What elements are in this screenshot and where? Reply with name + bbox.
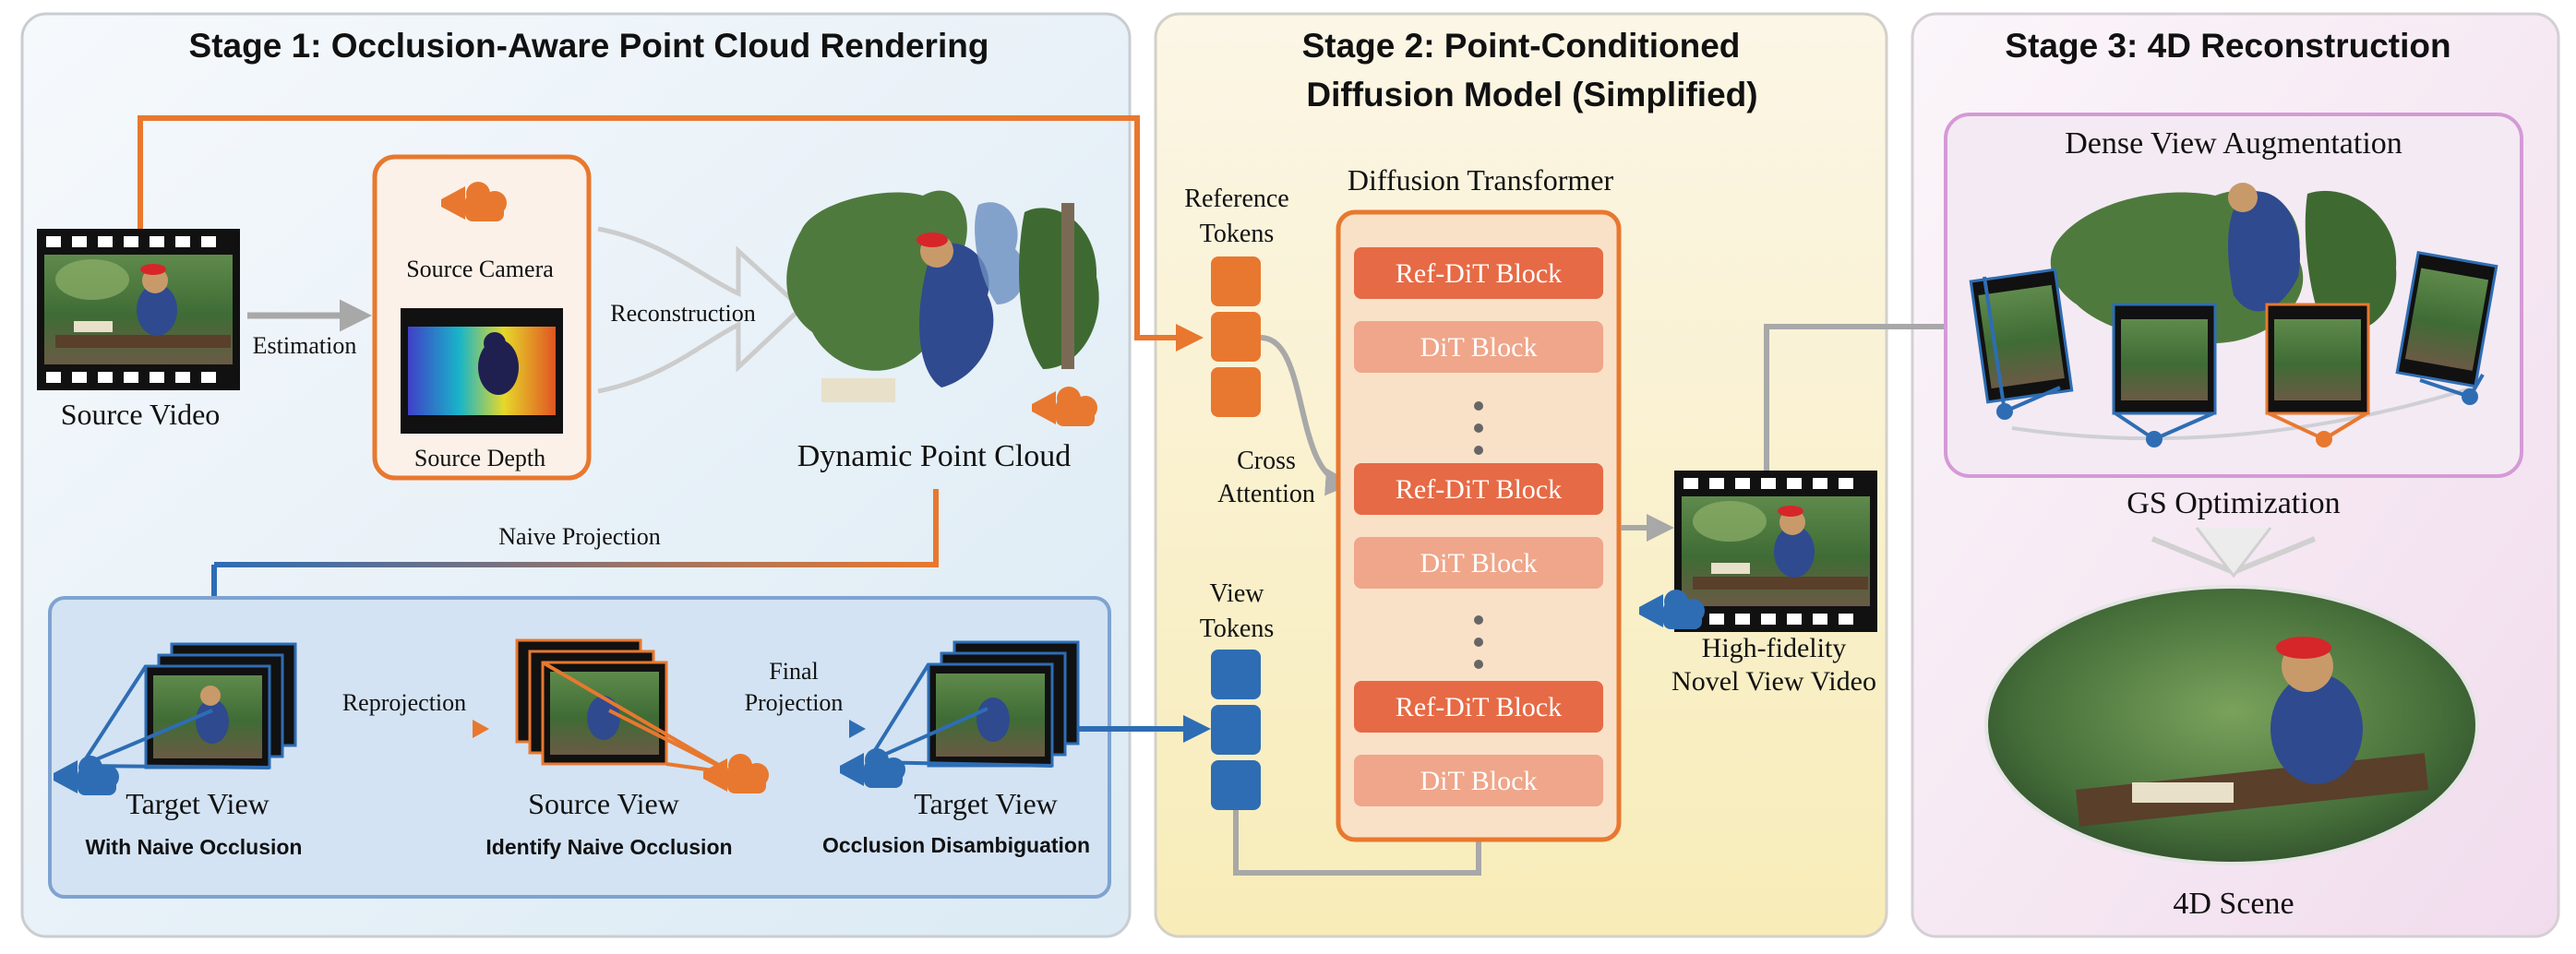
source-depth-thumbnail xyxy=(401,308,563,434)
stage2-title-line2: Diffusion Model (Simplified) xyxy=(1306,76,1757,113)
ref-dit-block-1 xyxy=(1354,247,1603,299)
gs-optimization-label: GS Optimization xyxy=(2127,486,2340,520)
source-depth-label: Source Depth xyxy=(414,445,545,471)
cross-attention-label-line1: Cross xyxy=(1237,447,1296,475)
4d-scene-image xyxy=(1984,585,2479,865)
source-view-label: Source View xyxy=(528,787,679,820)
dynamic-point-cloud-image xyxy=(786,190,1099,402)
target-view-a-label: Target View xyxy=(126,787,270,820)
reconstruction-label: Reconstruction xyxy=(610,300,755,327)
target-view-a-frames xyxy=(79,642,297,769)
source-video-label: Source Video xyxy=(61,398,221,431)
view-tokens-to-dit-arrow xyxy=(1233,806,1492,876)
dense-view-label: Dense View Augmentation xyxy=(2065,126,2402,161)
output-to-stage3-arrow xyxy=(1764,313,1977,471)
reference-token-1 xyxy=(1211,256,1261,306)
dit-block-2-label: DiT Block xyxy=(1420,548,1538,578)
final-projection-label-line1: Final xyxy=(769,658,818,685)
output-label-line1: High-fidelity xyxy=(1702,633,1847,663)
dit-block-1 xyxy=(1354,321,1603,373)
ellipsis-dots-lower xyxy=(1474,615,1483,669)
view-token-2 xyxy=(1211,705,1261,755)
ref-dit-block-3-label: Ref-DiT Block xyxy=(1396,692,1562,722)
source-to-reference-arrow xyxy=(138,115,1204,352)
stage2-title-line1: Stage 2: Point-Conditioned xyxy=(1302,27,1741,65)
stage3-title: Stage 3: 4D Reconstruction xyxy=(2005,27,2450,65)
reprojection-label: Reprojection xyxy=(342,689,466,716)
target-view-a-sublabel: With Naive Occlusion xyxy=(86,835,303,859)
dit-block-3-label: DiT Block xyxy=(1420,766,1538,796)
novel-view-video-thumbnail xyxy=(1674,471,1877,632)
cross-attention-arrow xyxy=(1260,335,1353,496)
reference-token-3 xyxy=(1211,367,1261,417)
gs-optimization-arrowhead xyxy=(2195,527,2272,578)
dynamic-point-cloud-label: Dynamic Point Cloud xyxy=(797,439,1072,473)
ref-dit-block-2 xyxy=(1354,463,1603,515)
naive-projection-path xyxy=(214,489,939,567)
target-view-b-frames xyxy=(866,640,1080,768)
final-projection-arrowhead xyxy=(849,720,866,738)
diffusion-transformer-title: Diffusion Transformer xyxy=(1348,163,1614,197)
view-tokens-label-line2: Tokens xyxy=(1200,614,1274,643)
ref-dit-block-1-label: Ref-DiT Block xyxy=(1396,258,1562,289)
output-label-line2: Novel View Video xyxy=(1671,666,1876,697)
view-token-1 xyxy=(1211,650,1261,699)
naive-projection-label: Naive Projection xyxy=(498,523,660,550)
dit-block-2 xyxy=(1354,537,1603,589)
view-tokens-label-line1: View xyxy=(1210,579,1265,608)
dit-block-1-label: DiT Block xyxy=(1420,332,1538,363)
source-view-sublabel: Identify Naive Occlusion xyxy=(485,835,732,859)
reference-tokens-label-line1: Reference xyxy=(1184,185,1288,213)
stage1-title: Stage 1: Occlusion-Aware Point Cloud Ren… xyxy=(189,27,989,65)
source-camera-label: Source Camera xyxy=(406,256,554,282)
dense-view-cameras xyxy=(1969,250,2498,447)
source-video-thumbnail xyxy=(37,229,240,390)
ref-dit-block-2-label: Ref-DiT Block xyxy=(1396,474,1562,505)
source-view-frames xyxy=(515,638,735,775)
cross-attention-label-line2: Attention xyxy=(1217,480,1315,508)
view-token-3 xyxy=(1211,760,1261,810)
final-projection-label-line2: Projection xyxy=(745,689,844,716)
4d-scene-label: 4D Scene xyxy=(2173,887,2294,921)
reference-tokens-label-line2: Tokens xyxy=(1200,220,1274,248)
target-view-b-sublabel: Occlusion Disambiguation xyxy=(822,833,1090,857)
ellipsis-dots-upper xyxy=(1474,401,1483,455)
dit-block-3 xyxy=(1354,755,1603,806)
target-view-b-label: Target View xyxy=(914,787,1058,820)
diffusion-transformer-box xyxy=(1336,209,1622,842)
estimation-label: Estimation xyxy=(253,332,357,359)
reference-token-2 xyxy=(1211,312,1261,362)
ref-dit-block-3 xyxy=(1354,681,1603,733)
reprojection-arrowhead xyxy=(473,720,489,738)
